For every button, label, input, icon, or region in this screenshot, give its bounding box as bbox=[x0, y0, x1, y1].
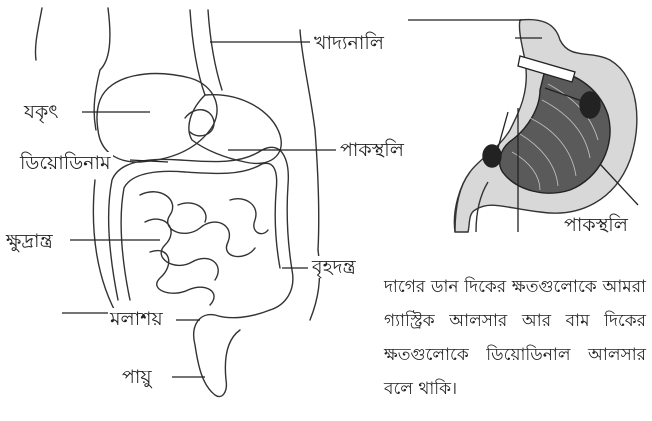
gastric-ulcer-mark bbox=[580, 92, 600, 118]
label-stomach: পাকস্থলি bbox=[338, 139, 406, 161]
torso-outline-right bbox=[300, 30, 319, 250]
label-esophagus: খাদ্যনালি bbox=[312, 32, 386, 54]
ulcer-explanation: দাগের ডান দিকের ক্ষতগুলোকে আমরা গ্যাস্ট্… bbox=[384, 270, 646, 406]
esophagus-tube bbox=[190, 10, 222, 95]
label-small-intestine: ক্ষুদ্রান্ত্র bbox=[4, 230, 55, 252]
rectum-shape bbox=[194, 310, 270, 397]
small-intestine-coils bbox=[140, 192, 268, 305]
liver-shape bbox=[97, 74, 217, 162]
stomach-shape bbox=[189, 95, 281, 164]
label-large-intestine: বৃহদন্ত্র bbox=[310, 256, 358, 278]
colon-path bbox=[109, 147, 293, 310]
ulcer-explanation-text: দাগের ডান দিকের ক্ষতগুলোকে আমরা গ্যাস্ট্… bbox=[384, 270, 646, 406]
duodenal-ulcer-mark bbox=[483, 145, 501, 167]
label-liver: যকৃৎ bbox=[22, 101, 60, 123]
label-rectum: মলাশয় bbox=[108, 308, 165, 330]
label-anus: পায়ু bbox=[120, 366, 154, 388]
stomach-cross-section bbox=[454, 20, 637, 232]
label-stomach-right: পাকস্থলি bbox=[562, 214, 630, 236]
label-duodenum: ডিয়োডিনাম bbox=[18, 152, 113, 174]
